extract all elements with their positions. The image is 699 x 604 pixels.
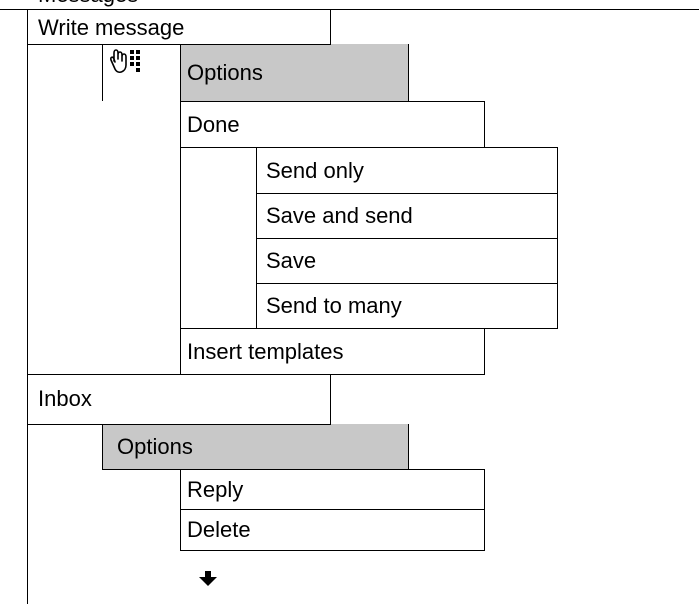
insert-templates-label[interactable]: Insert templates <box>187 339 344 364</box>
save-and-send-label[interactable]: Save and send <box>266 203 413 228</box>
save-label[interactable]: Save <box>266 248 317 273</box>
section-top-label: Messages <box>38 0 138 8</box>
reply-label[interactable]: Reply <box>187 477 244 502</box>
down-arrow-icon <box>198 571 218 587</box>
keypad-icon <box>108 45 146 77</box>
options-highlight-1 <box>180 44 408 101</box>
options-label-1[interactable]: Options <box>187 60 263 85</box>
options-highlight-2 <box>102 424 408 469</box>
main-left-rule <box>27 9 28 604</box>
send-only-label[interactable]: Send only <box>266 158 364 183</box>
done-label[interactable]: Done <box>187 112 240 137</box>
send-to-many-label[interactable]: Send to many <box>266 293 402 318</box>
delete-label[interactable]: Delete <box>187 517 251 542</box>
options-label-2[interactable]: Options <box>117 434 193 459</box>
inbox-label: Inbox <box>38 386 92 411</box>
top-rule <box>0 9 699 10</box>
write-message-label: Write message <box>38 15 185 40</box>
